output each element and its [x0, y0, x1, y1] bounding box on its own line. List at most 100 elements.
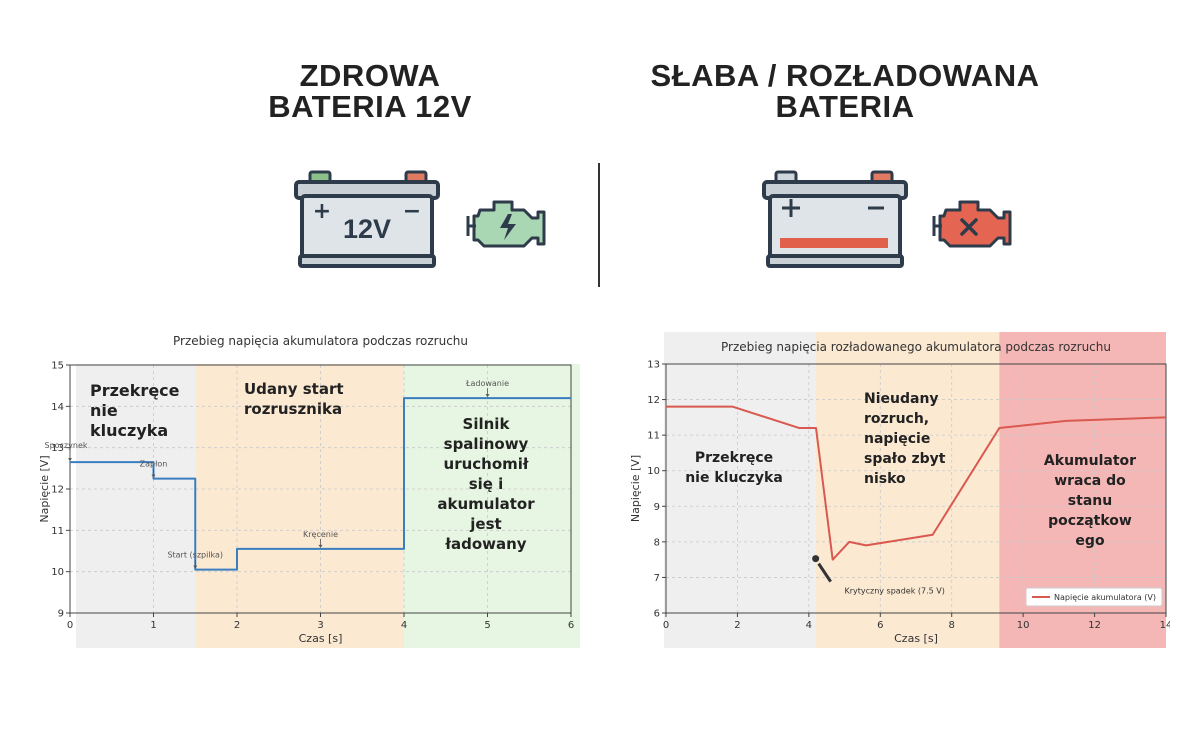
- chart2-zone-label-line: ego: [1075, 533, 1105, 549]
- chart1-y-axis-label: Napięcie [V]: [40, 455, 51, 522]
- chart1-y-tick-label: 14: [51, 402, 64, 413]
- chart2-y-tick-label: 8: [654, 537, 660, 548]
- chart1-y-tick-label: 12: [51, 485, 64, 496]
- chart2-zone-label-line: początkow: [1048, 513, 1132, 529]
- battery-minus-sign: −: [403, 199, 421, 224]
- chart1-y-tick-label: 11: [51, 526, 64, 537]
- chart2-title: Przebieg napięcia rozładowanego akumulat…: [721, 340, 1111, 354]
- chart1-zone-label-line: rozrusznika: [244, 400, 342, 418]
- chart1-zone-label-line: jest: [469, 515, 501, 533]
- chart1-zone-label-3: Silnik spalinowy uruchomił się i akumulator j…: [437, 415, 535, 553]
- chart1-zone-label-line: kluczyka: [90, 421, 168, 440]
- chart2-zone-label-line: wraca do: [1054, 473, 1126, 489]
- chart1-y-tick-label: 10: [51, 567, 64, 578]
- chart1-zone-label-line: Udany start: [244, 380, 344, 398]
- chart1-x-tick-label: 3: [317, 620, 323, 631]
- weak-battery-title-line-1: SŁABA / ROZŁADOWANA: [650, 58, 1040, 93]
- chart2-annotation-arrow: [817, 562, 832, 583]
- chart2-zone-label-line: Nieudany: [864, 391, 939, 407]
- battery-plus-sign: +: [313, 199, 331, 224]
- chart1-zone-3: [404, 364, 580, 648]
- chart2-zone-label-line: rozruch,: [864, 411, 929, 427]
- chart2-y-tick-label: 13: [647, 360, 660, 371]
- chart2-legend: [1025, 587, 1163, 607]
- chart1-annotation-arrowhead: [193, 565, 198, 569]
- chart2-axes-frame: [665, 363, 1167, 614]
- chart2-legend-label: Napięcie akumulatora (V): [1054, 593, 1156, 602]
- chart1-annotation-arrowhead: [151, 474, 156, 478]
- healthy-battery-title-line-2: BATERIA 12V: [268, 89, 472, 124]
- chart2-zone-label-line: nie kluczyka: [685, 470, 783, 486]
- chart1-y-tick-label: 15: [51, 361, 64, 372]
- chart1-zone-label-line: się i: [469, 475, 504, 493]
- chart1-annotation-arrowhead: [318, 544, 323, 548]
- chart2-x-axis-label: Czas [s]: [894, 632, 938, 645]
- chart1-x-tick-label: 5: [484, 620, 490, 631]
- chart2-zone-label-line: Przekręce: [695, 450, 773, 466]
- chart2-x-tick-label: 10: [1017, 620, 1030, 631]
- chart1-x-tick-label: 6: [568, 620, 574, 631]
- chart1-y-tick-label: 9: [58, 609, 64, 620]
- weak-battery-title-line-2: BATERIA: [775, 89, 915, 124]
- icons-layer: + − 12V: [294, 170, 1012, 268]
- chart1-zone-label-line: akumulator: [437, 495, 535, 513]
- battery-voltage-label: 12V: [343, 214, 391, 244]
- chart2-annotation: Krytyczny spadek (7.5 V): [844, 587, 944, 596]
- chart1-zone-2: [195, 364, 404, 648]
- chart1-annotation: Spoczynek: [44, 441, 87, 450]
- chart1-x-tick-label: 1: [150, 620, 156, 631]
- chart2-zone-label-line: spało zbyt: [864, 451, 946, 467]
- chart1-x-tick-label: 0: [67, 620, 73, 631]
- healthy-battery-title: ZDROWA BATERIA 12V: [190, 60, 550, 122]
- chart2-y-tick-label: 6: [654, 609, 660, 620]
- chart1-zone-1: [76, 364, 196, 648]
- chart2-y-tick-label: 7: [654, 573, 660, 584]
- chart1-x-tick-label: 2: [234, 620, 240, 631]
- weak-battery-title: SŁABA / ROZŁADOWANA BATERIA: [605, 60, 1085, 122]
- chart1-y-tick-label: 13: [51, 443, 64, 454]
- chart1-title: Przebieg napięcia akumulatora podczas ro…: [173, 334, 468, 348]
- chart2-zone-label-1: Przekręce nie kluczyka: [685, 450, 783, 486]
- battery-empty-icon: [762, 170, 908, 268]
- chart2-zone-label-line: stanu: [1068, 493, 1112, 509]
- chart2-zone-label-line: nisko: [864, 471, 906, 487]
- chart2-zone-label-line: Akumulator: [1044, 453, 1136, 469]
- chart2-zone-label-3: Akumulator wraca do stanu początkow ego: [1044, 453, 1136, 549]
- chart2-y-tick-label: 12: [647, 395, 660, 406]
- chart1-annotation: Kręcenie: [303, 530, 338, 539]
- engine-error-icon: [932, 200, 1012, 248]
- engine-ok-icon: [466, 200, 546, 248]
- chart2-x-tick-label: 2: [734, 620, 740, 631]
- chart2-x-tick-label: 4: [806, 620, 812, 631]
- section-divider: [598, 163, 600, 287]
- chart2-y-tick-label: 10: [647, 466, 660, 477]
- chart2-x-tick-label: 12: [1088, 620, 1101, 631]
- chart1-zone-label-line: ładowany: [444, 535, 526, 553]
- chart1-annotation: Zapłon: [140, 460, 168, 469]
- healthy-battery-title-line-1: ZDROWA: [299, 58, 441, 93]
- chart2-y-axis-label: Napięcie [V]: [629, 455, 642, 522]
- chart2-x-tick-label: 0: [663, 620, 669, 631]
- chart1-zone-label-line: spalinowy: [444, 435, 529, 453]
- chart1-zone-label-line: nie: [90, 401, 118, 420]
- chart2-zone-2: [816, 332, 1000, 648]
- chart2-x-tick-label: 14: [1160, 620, 1170, 631]
- chart1-zone-label-line: uruchomił: [444, 455, 529, 473]
- chart2-series-line: [666, 405, 1167, 561]
- chart1-x-axis-label: Czas [s]: [299, 632, 343, 645]
- chart2-x-tick-label: 8: [949, 620, 955, 631]
- chart1-annotation-arrowhead: [68, 458, 72, 462]
- chart1-x-tick-label: 4: [401, 620, 407, 631]
- chart2-x-tick-label: 6: [877, 620, 883, 631]
- chart1-zone-label-line: Silnik: [463, 415, 511, 433]
- chart1-annotation: Ładowanie: [465, 379, 509, 388]
- chart2-y-tick-label: 11: [647, 431, 660, 442]
- chart1-annotation-arrowhead: [485, 394, 490, 398]
- chart1-zone-label-2: Udany start rozrusznika: [244, 380, 344, 418]
- chart1-zone-label-line: Przekręce: [90, 381, 180, 400]
- battery-icon: + − 12V: [294, 170, 440, 268]
